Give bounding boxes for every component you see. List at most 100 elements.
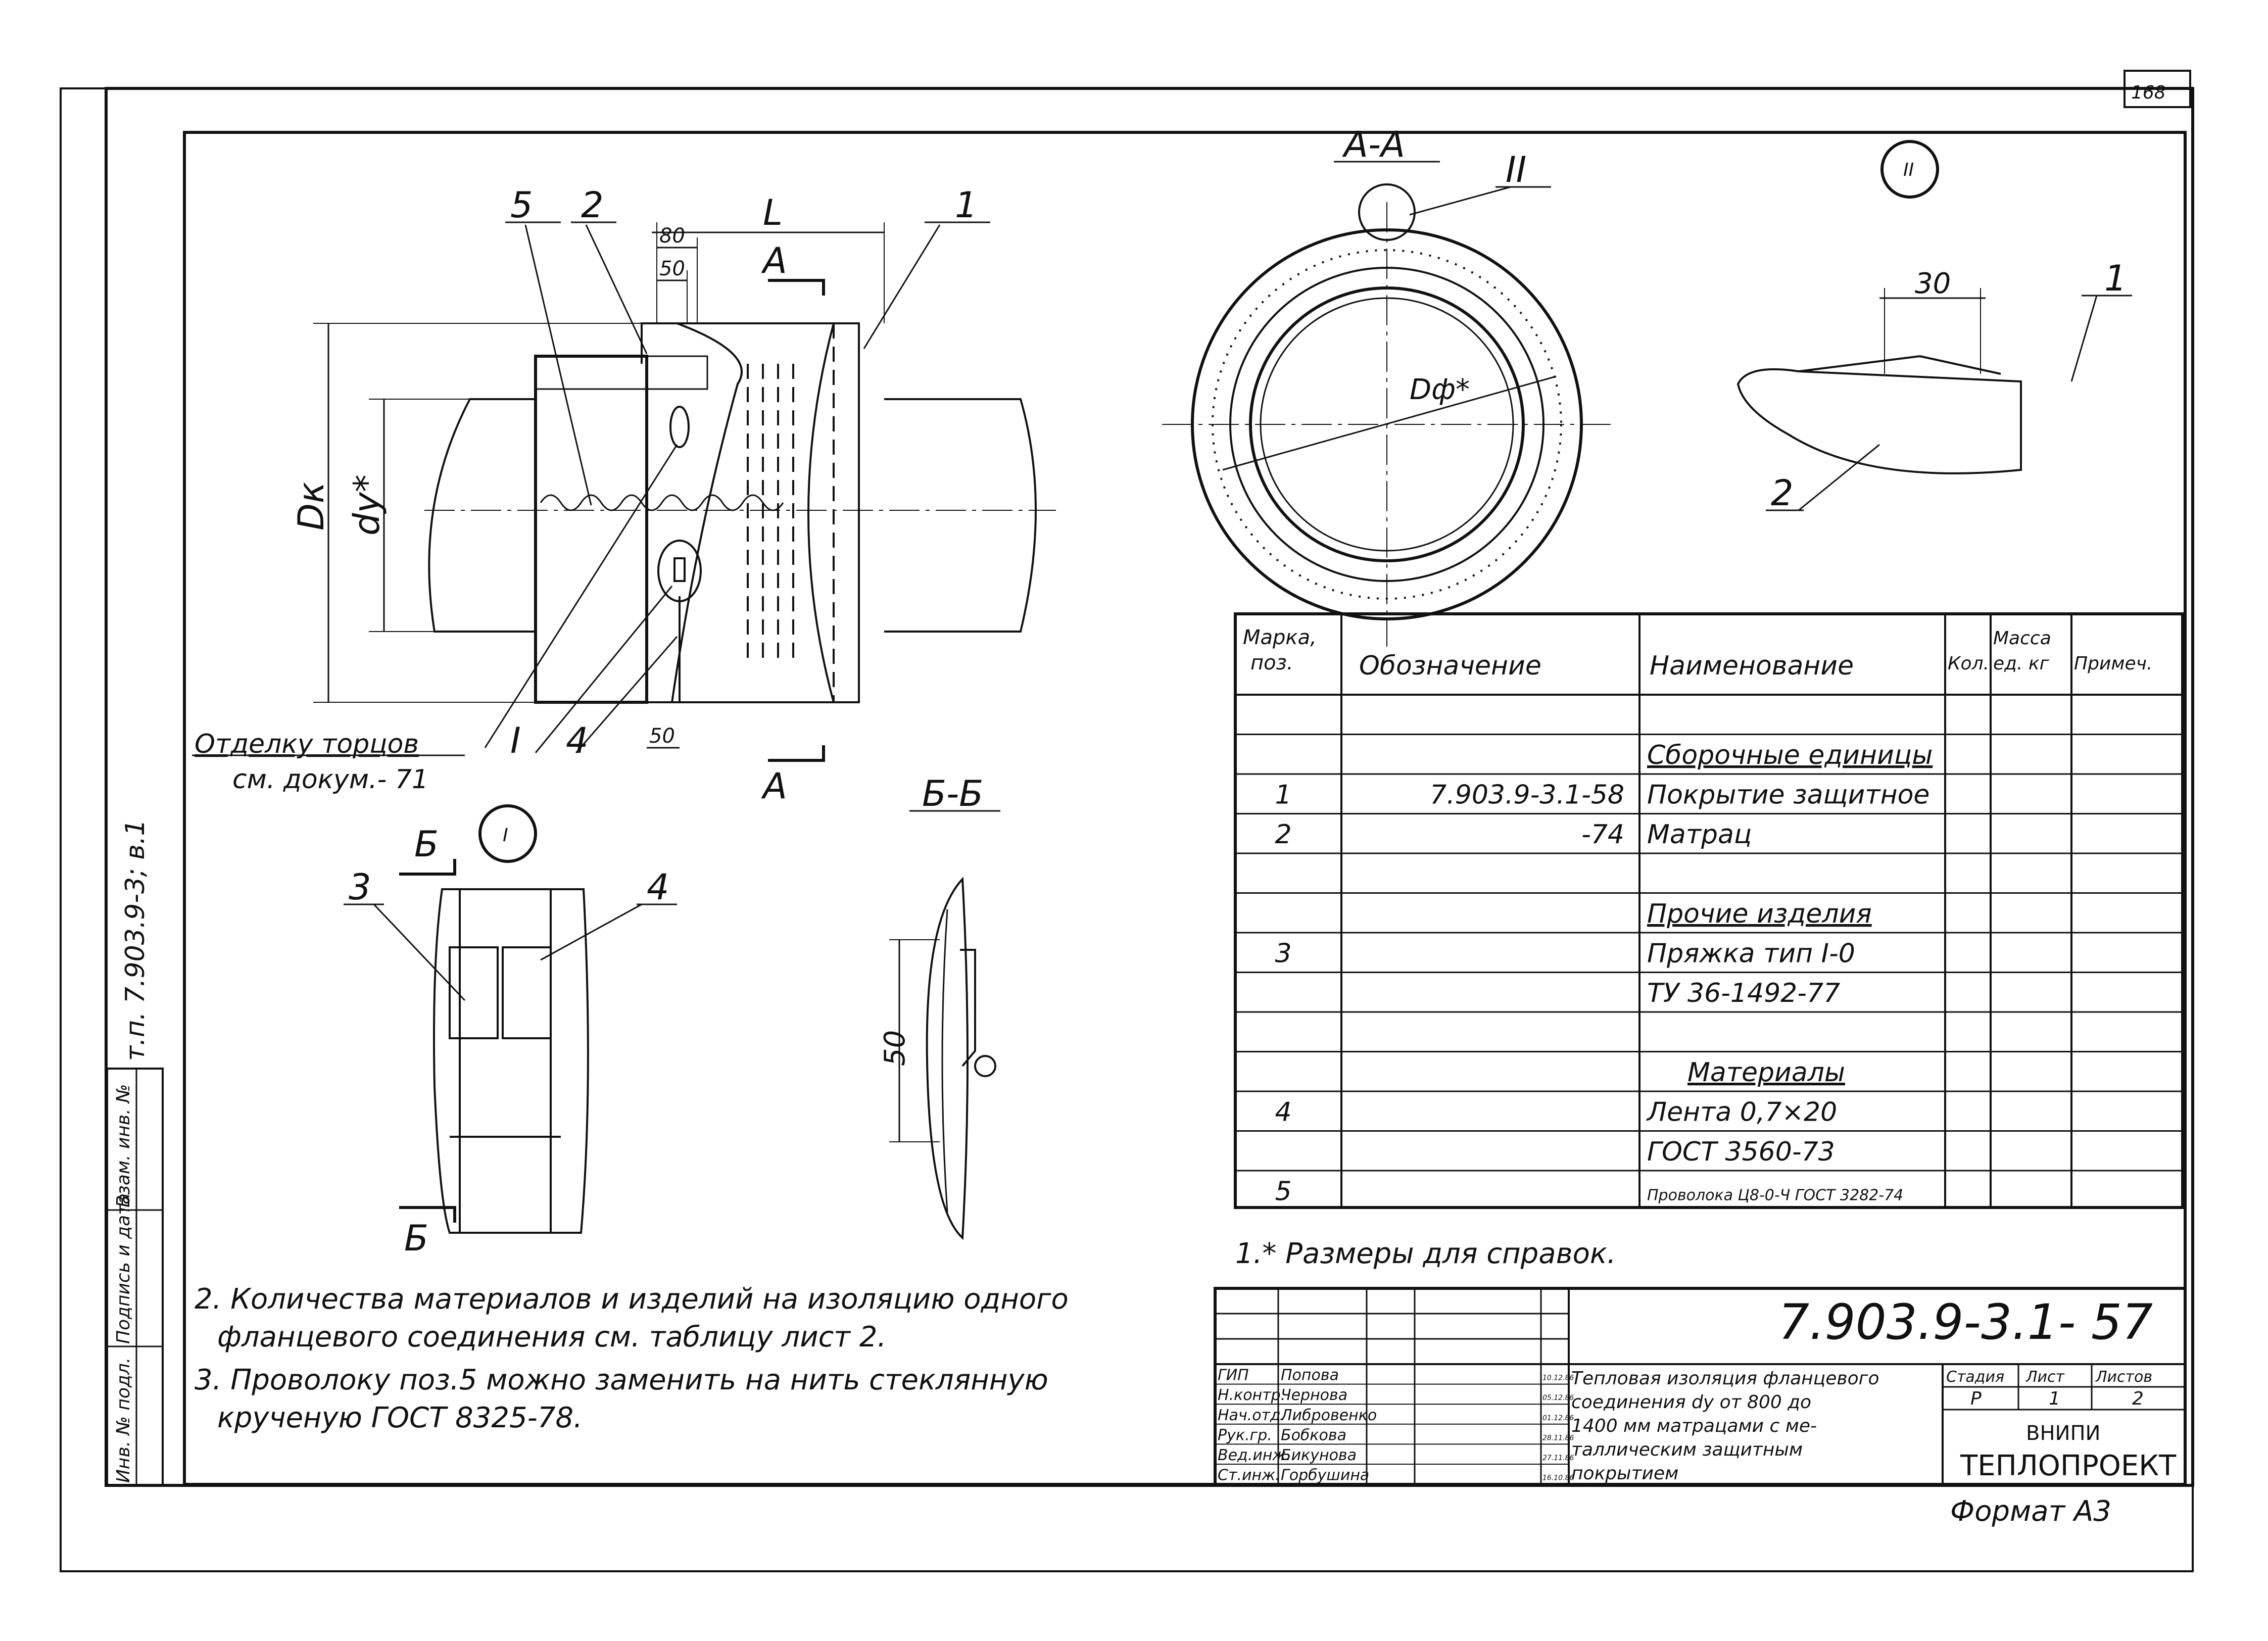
section-marker-bottom: A: [761, 765, 787, 807]
main-dk-label: Dк: [291, 482, 332, 530]
spec-header-mass-2: ед. кг: [1993, 653, 2050, 674]
spec-cell-designation: -74: [1581, 819, 1624, 850]
spec-header-name: Наименование: [1650, 651, 1854, 681]
detail-ii-pos1: 1: [2104, 258, 2127, 299]
main-dim50-bottom: 50: [649, 725, 675, 748]
spec-cell-name: Материалы: [1687, 1057, 1845, 1088]
spec-cell-mark: 4: [1275, 1097, 1291, 1128]
detail-i-pos4: 4: [647, 866, 669, 908]
main-dim50-top: 50: [659, 257, 685, 280]
side-stamp-text: т.п. 7.903.9-3; в.1: [120, 819, 151, 1061]
section-bb-title: Б-Б: [922, 773, 983, 814]
main-pos1-label: 1: [955, 184, 978, 226]
spec-cell-mark: 1: [1275, 780, 1291, 810]
detail-ii-title: II: [1903, 160, 1914, 180]
title-line-2: соединения dу от 800 до: [1571, 1392, 1811, 1413]
main-dy-label: dу*: [346, 474, 388, 536]
side-column-sign: Подпись и дата: [113, 1193, 134, 1344]
note-1: 1.* Размеры для справок.: [1235, 1237, 1616, 1270]
signature-date: 01.12.86: [1542, 1414, 1574, 1422]
sheets-value: 2: [2132, 1388, 2144, 1409]
signature-name: Горбушина: [1281, 1467, 1369, 1484]
sheet-value: 1: [2049, 1388, 2060, 1409]
section-marker-top: A: [761, 240, 787, 281]
spec-header-mark-2: поз.: [1250, 651, 1293, 674]
spec-cell-name: Матрац: [1647, 819, 1752, 850]
spec-cell-designation: 7.903.9-3.1-58: [1430, 780, 1624, 810]
detail-i-title: I: [503, 825, 508, 846]
spec-header-qty: Кол.: [1948, 653, 1989, 674]
signature-name: Либровенко: [1280, 1407, 1377, 1424]
stage-value: Р: [1970, 1388, 1982, 1409]
signature-role: Н.контр.: [1218, 1386, 1285, 1404]
main-dim80: 80: [659, 224, 685, 248]
detail-ii-pos2: 2: [1771, 472, 1794, 514]
spec-cell-name: Лента 0,7×20: [1646, 1097, 1837, 1128]
spec-row-lines: [1235, 734, 2183, 1172]
section-bb-view: [889, 810, 1000, 1240]
main-note-line2: см. докум.- 71: [232, 764, 428, 795]
detail-i-pos3: 3: [349, 866, 371, 908]
signature-date: 28.11.86: [1542, 1434, 1574, 1442]
org-line-2: ТЕПЛОПРОЕКТ: [1960, 1450, 2177, 1482]
detail-ii-view: [1736, 140, 2132, 511]
side-stamp: Инв. № подл. Подпись и дата Взам. инв. №…: [106, 819, 164, 1486]
signature-name: Бикунова: [1281, 1446, 1357, 1464]
spec-cell-mark: 3: [1275, 939, 1291, 969]
note-2: 2. Количества материалов и изделий на из…: [195, 1283, 1069, 1316]
doc-number: 7.903.9-3.1- 57: [1778, 1294, 2153, 1350]
signature-date: 05.12.86: [1542, 1394, 1574, 1402]
section-aa-title: А-А: [1342, 124, 1405, 165]
spec-cell-name: Покрытие защитное: [1647, 780, 1929, 810]
org-line-1: ВНИПИ: [2026, 1422, 2100, 1445]
title-line-5: покрытием: [1571, 1463, 1678, 1484]
stage-label: Стадия: [1946, 1368, 2004, 1386]
signature-date: 10.12.86: [1542, 1374, 1574, 1382]
signature-date: 27.11.86: [1542, 1454, 1574, 1462]
main-pos2-label: 2: [581, 184, 604, 226]
title-block: [1214, 1287, 2187, 1486]
signature-name: Бобкова: [1281, 1426, 1346, 1444]
spec-header-note: Примеч.: [2074, 653, 2152, 674]
side-column-replace: Взам. инв. №: [113, 1084, 134, 1208]
spec-cell-mark: 5: [1275, 1177, 1291, 1207]
spec-cell-name: Прочие изделия: [1647, 899, 1872, 929]
note-3: 3. Проволоку поз.5 можно заменить на нит…: [195, 1364, 1048, 1396]
spec-cell-name: ТУ 36-1492-77: [1647, 978, 1840, 1008]
spec-cell-name: Сборочные единицы: [1647, 740, 1933, 770]
signature-role: Ст.инж.: [1218, 1467, 1280, 1484]
title-line-1: Тепловая изоляция фланцевого: [1571, 1368, 1879, 1389]
spec-table: [1234, 612, 2184, 1209]
section-bb-dim50: 50: [879, 1030, 911, 1066]
spec-header-mark-1: Марка,: [1243, 626, 1317, 649]
sheets-label: Листов: [2095, 1368, 2152, 1386]
note-3-cont: крученую ГОСТ 8325-78.: [217, 1402, 583, 1434]
title-line-3: 1400 мм матрацами с ме-: [1571, 1416, 1817, 1436]
main-pos5-label: 5: [510, 184, 533, 226]
side-column-inv: Инв. № подл.: [113, 1358, 134, 1483]
signature-role: ГИП: [1218, 1367, 1249, 1384]
signature-date: 16.10.86: [1542, 1474, 1574, 1482]
signature-name: Чернова: [1281, 1386, 1347, 1404]
section-aa-view: [1162, 161, 1612, 647]
sheet-borders: [60, 70, 2194, 1572]
sheet-number: 168: [2131, 82, 2166, 103]
signature-row-lines: [1215, 1383, 1569, 1465]
spec-cell-name: ГОСТ 3560-73: [1647, 1137, 1835, 1167]
detail-i-cut-bottom: Б: [404, 1218, 428, 1259]
section-aa-diameter: Dф*: [1410, 373, 1470, 406]
main-dimL: L: [763, 192, 783, 233]
note-2-cont: фланцевого соединения см. таблицу лист 2…: [217, 1321, 886, 1354]
signature-role: Рук.гр.: [1218, 1426, 1272, 1444]
sheet-label: Лист: [2025, 1368, 2065, 1386]
spec-header-designation: Обозначение: [1359, 651, 1541, 681]
format-label: Формат А3: [1950, 1495, 2111, 1528]
spec-cell-mark: 2: [1275, 819, 1291, 850]
signature-role: Вед.инж.: [1218, 1446, 1291, 1464]
spec-cell-name: Пряжка тип I-0: [1647, 939, 1855, 969]
detail-i-cut-top: Б: [414, 824, 439, 865]
main-detail-callout: I: [510, 720, 521, 761]
spec-header-mass-1: Масса: [1993, 628, 2051, 649]
